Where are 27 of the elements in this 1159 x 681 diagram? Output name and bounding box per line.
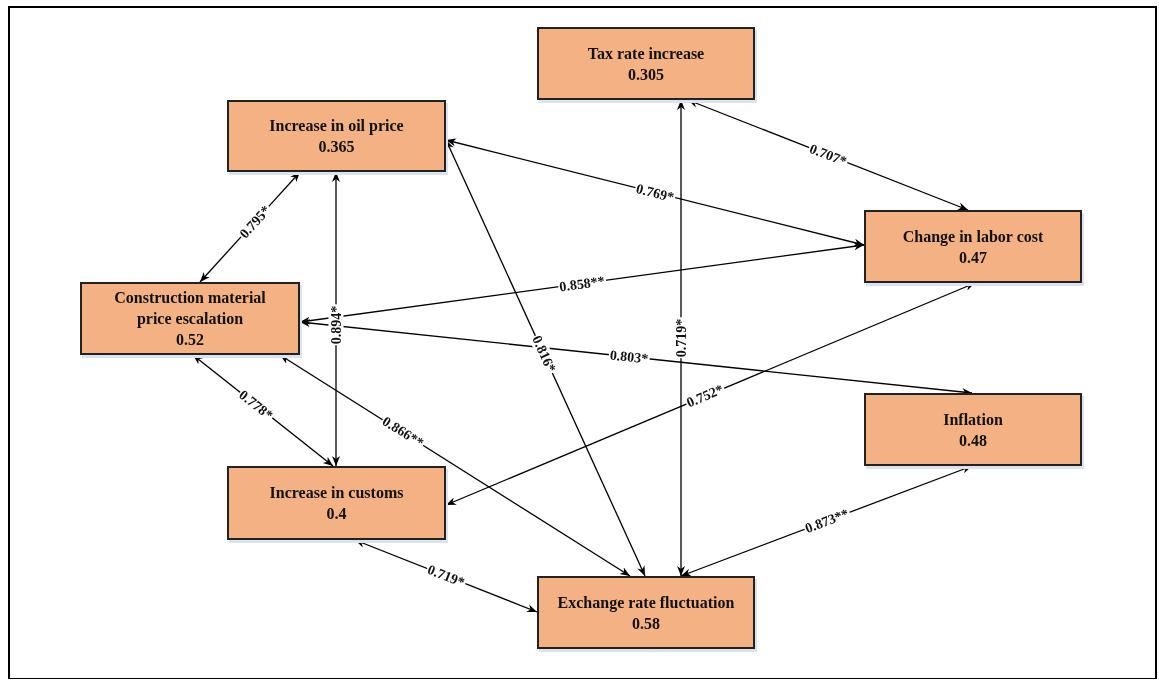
factor-box [864,210,1082,283]
factor-box [227,466,446,540]
factor-box [864,393,1082,466]
edge-label: 0.816* [528,332,559,376]
edge-label: 0.719* [673,317,689,359]
factor-box [537,27,755,100]
factor-name: Exchange rate fluctuation [557,592,735,613]
factor-value: 0.52 [176,330,204,350]
factor-name: Change in labor cost [902,226,1044,247]
factor-value: 0.305 [628,64,664,85]
factor-name: Construction material price escalation [113,288,267,329]
factor-name: Increase in oil price [269,116,404,136]
factor-value: 0.48 [959,430,987,451]
factor-value: 0.365 [318,137,355,157]
edge-label: 0.894* [328,304,344,346]
double-arrow [445,139,646,577]
double-arrow [445,138,865,247]
factor-value: 0.4 [326,504,347,524]
factor-name: Increase in customs [269,483,404,503]
factor-box [227,100,446,172]
factor-box [80,282,300,355]
factor-value: 0.58 [632,613,660,634]
factor-value: 0.47 [959,247,987,268]
factor-name: Inflation [943,409,1003,430]
factor-name: Tax rate increase [587,43,705,64]
double-arrow [299,319,973,396]
factor-box [537,576,755,649]
